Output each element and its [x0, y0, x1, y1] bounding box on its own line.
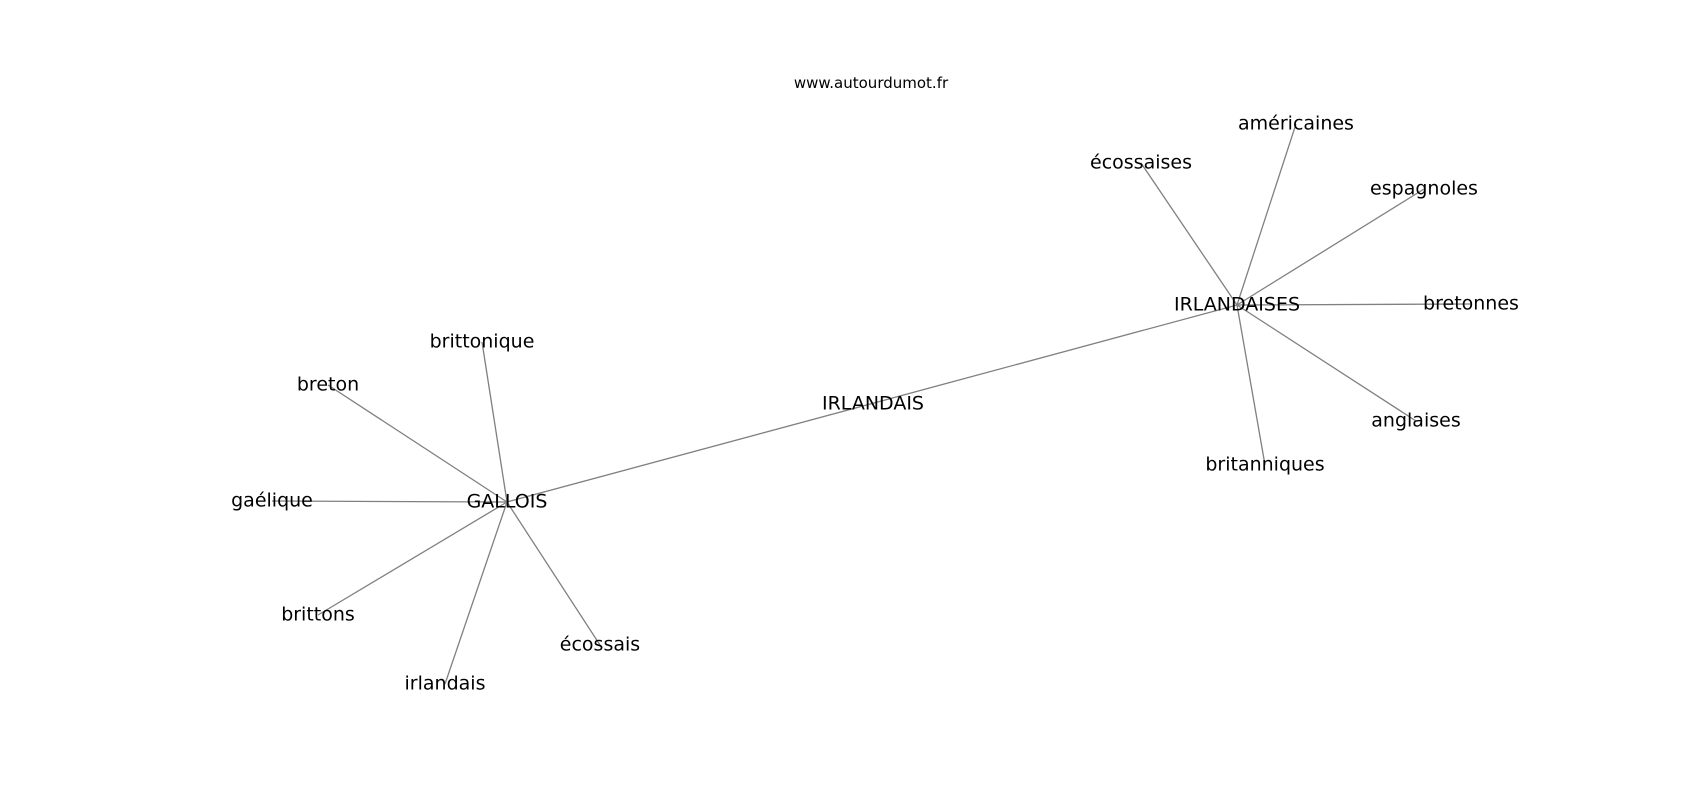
- node-bretonnes: bretonnes: [1423, 293, 1519, 315]
- edge-irlandaises_hub-anglaises: [1236, 304, 1417, 422]
- node-galloises_hub: GALLOIS: [467, 491, 548, 513]
- node-brittons: brittons: [281, 604, 355, 626]
- edge-galloises_hub-brittons: [317, 501, 508, 616]
- node-irlandaises_hub: IRLANDAISES: [1174, 294, 1300, 316]
- node-brittonique: brittonique: [430, 331, 535, 353]
- node-breton: breton: [297, 374, 359, 396]
- node-ecossais: écossais: [560, 634, 640, 656]
- node-anglaises: anglaises: [1371, 410, 1460, 432]
- edge-galloises_hub-irlandaises_hub: [506, 304, 1238, 503]
- edges-layer: [271, 123, 1472, 685]
- edge-irlandaises_hub-americaines: [1236, 123, 1297, 306]
- watermark-text: www.autourdumot.fr: [794, 74, 949, 92]
- node-britanniques: britanniques: [1205, 454, 1324, 476]
- edge-galloises_hub-breton: [327, 384, 508, 503]
- edge-irlandaises_hub-bretonnes: [1236, 303, 1472, 306]
- node-americaines: américaines: [1238, 113, 1354, 135]
- edge-irlandaises_hub-ecossaises: [1140, 162, 1238, 306]
- edge-galloises_hub-brittonique: [481, 341, 508, 503]
- nodes-layer: IRLANDAIS GALLOIS IRLANDAISES brittonique br…: [231, 113, 1519, 695]
- node-gaelique: gaélique: [231, 490, 313, 512]
- node-irlandais_center: IRLANDAIS: [822, 393, 924, 415]
- edge-irlandaises_hub-britanniques: [1236, 304, 1266, 466]
- node-ecossaises: écossaises: [1090, 152, 1192, 174]
- edge-galloises_hub-ecossais: [506, 501, 601, 646]
- node-espagnoles: espagnoles: [1370, 178, 1478, 200]
- edge-galloises_hub-gaelique: [271, 500, 508, 503]
- node-irlandais: irlandais: [405, 673, 486, 695]
- edge-galloises_hub-irlandais: [444, 501, 508, 685]
- edge-irlandaises_hub-espagnoles: [1236, 188, 1425, 306]
